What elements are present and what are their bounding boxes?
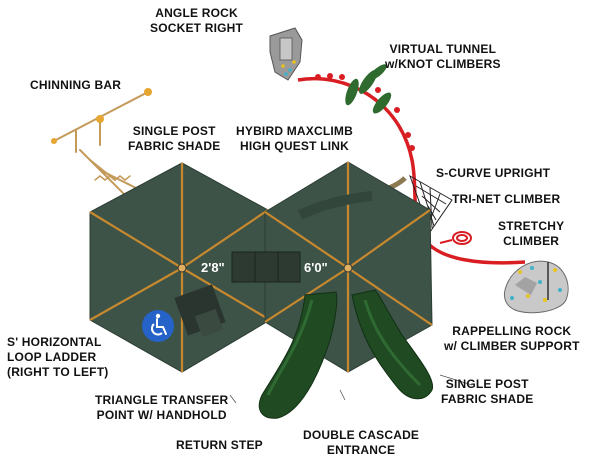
label-angle-rock: ANGLE ROCK SOCKET RIGHT	[150, 6, 243, 36]
label-horizontal-loop-line2: LOOP LADDER	[7, 350, 97, 364]
deck-height-right: 6'0"	[304, 260, 328, 275]
label-s-curve: S-CURVE UPRIGHT	[436, 166, 550, 181]
loop-ladder	[174, 284, 226, 338]
label-rappelling-rock-line1: RAPPELLING ROCK	[452, 324, 572, 338]
label-horizontal-loop: S' HORIZONTAL LOOP LADDER (RIGHT TO LEFT…	[7, 335, 108, 380]
label-triangle-transfer-line2: POINT W/ HANDHOLD	[96, 408, 227, 422]
knot-climbers	[345, 64, 392, 114]
label-virtual-tunnel: VIRTUAL TUNNEL w/KNOT CLIMBERS	[385, 42, 501, 72]
label-triangle-transfer-line1: TRIANGLE TRANSFER	[95, 393, 229, 407]
label-return-step: RETURN STEP	[176, 438, 263, 453]
double-cascade-slide	[258, 289, 434, 419]
label-stretchy: STRETCHY CLIMBER	[498, 219, 564, 249]
label-rappelling-rock: RAPPELLING ROCK w/ CLIMBER SUPPORT	[444, 324, 580, 354]
label-double-cascade: DOUBLE CASCADE ENTRANCE	[303, 428, 419, 458]
label-double-cascade-line2: ENTRANCE	[326, 443, 396, 457]
label-angle-rock-line2: SOCKET RIGHT	[150, 21, 244, 35]
label-stretchy-line1: STRETCHY	[498, 219, 565, 233]
deck-height-left: 2'8"	[201, 260, 225, 275]
label-shade-left-line1: SINGLE POST	[132, 124, 216, 138]
label-chinning-bar-line1: CHINNING BAR	[30, 78, 122, 92]
label-tri-net-line1: TRI-NET CLIMBER	[452, 192, 561, 206]
label-s-curve-line1: S-CURVE UPRIGHT	[436, 166, 551, 180]
label-tri-net: TRI-NET CLIMBER	[452, 192, 560, 207]
leader-lines	[229, 374, 473, 404]
angle-rock-socket	[269, 27, 303, 81]
wheelchair-icon	[142, 310, 174, 342]
label-angle-rock-line1: ANGLE ROCK	[155, 6, 238, 20]
label-horizontal-loop-line1: S' HORIZONTAL	[7, 335, 102, 349]
label-virtual-tunnel-line1: VIRTUAL TUNNEL	[389, 42, 497, 56]
label-virtual-tunnel-line2: w/KNOT CLIMBERS	[385, 57, 501, 71]
label-stretchy-line2: CLIMBER	[503, 234, 560, 248]
label-chinning-bar: CHINNING BAR	[30, 78, 121, 93]
label-horizontal-loop-line3: (RIGHT TO LEFT)	[7, 365, 109, 379]
label-double-cascade-line1: DOUBLE CASCADE	[303, 428, 420, 442]
label-rappelling-rock-line2: w/ CLIMBER SUPPORT	[444, 339, 580, 353]
label-shade-right-line2: FABRIC SHADE	[441, 392, 534, 406]
label-return-step-line1: RETURN STEP	[176, 438, 263, 452]
label-shade-right-line1: SINGLE POST	[445, 377, 529, 391]
label-triangle-transfer: TRIANGLE TRANSFER POINT W/ HANDHOLD	[95, 393, 228, 423]
label-shade-right: SINGLE POST FABRIC SHADE	[441, 377, 533, 407]
rappelling-rock	[503, 260, 569, 314]
shade-left	[89, 162, 271, 373]
label-shade-left: SINGLE POST FABRIC SHADE	[128, 124, 220, 154]
label-maxclimb-line1: HYBIRD MAXCLIMB	[236, 124, 353, 138]
central-deck	[231, 191, 373, 283]
label-maxclimb: HYBIRD MAXCLIMB HIGH QUEST LINK	[236, 124, 353, 154]
label-shade-left-line2: FABRIC SHADE	[128, 139, 221, 153]
label-maxclimb-line2: HIGH QUEST LINK	[239, 139, 349, 153]
tri-net-climber	[409, 174, 453, 234]
stretchy-climber	[439, 231, 472, 245]
